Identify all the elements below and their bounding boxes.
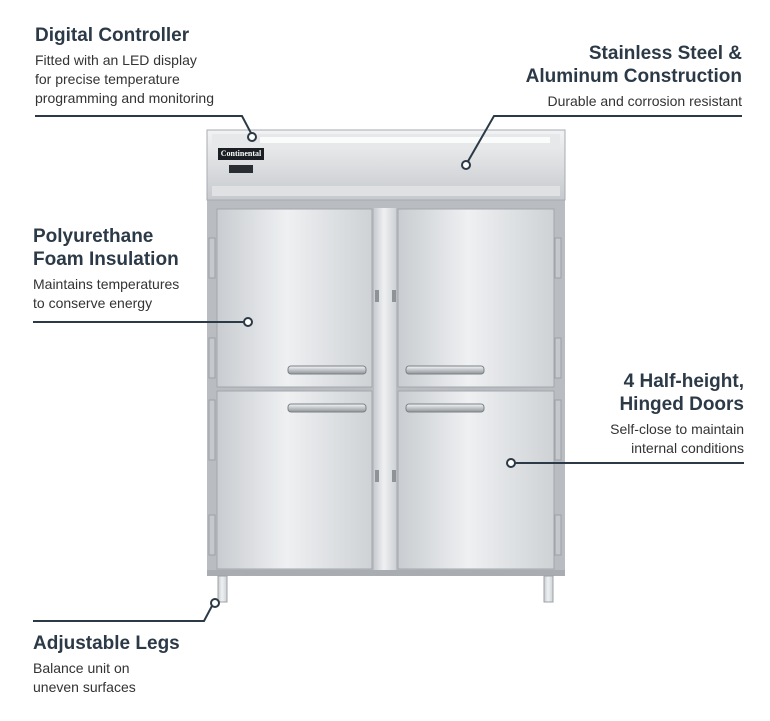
door-handle: [287, 403, 367, 413]
brand-logo: [218, 148, 264, 160]
callout-stainless-steel: Stainless Steel & Aluminum Construction …: [440, 42, 742, 111]
callout-description: Fitted with an LED display for precise t…: [35, 51, 335, 108]
title-line: Aluminum Construction: [525, 66, 742, 87]
leader-dots: [210, 132, 516, 608]
title-line: 4 Half-height,: [623, 371, 744, 392]
callout-title: 4 Half-height, Hinged Doors: [500, 370, 744, 416]
title-line: Polyurethane: [33, 226, 154, 247]
callout-description: Balance unit on uneven surfaces: [33, 659, 293, 697]
callout-description: Durable and corrosion resistant: [547, 93, 742, 109]
callout-title: Stainless Steel & Aluminum Construction: [440, 42, 742, 88]
door-handle: [405, 403, 485, 413]
brand-logo-text: Continental: [220, 149, 262, 158]
desc-line: Self-close to maintain: [610, 421, 744, 437]
callout-legs: Adjustable Legs Balance unit on uneven s…: [33, 632, 293, 697]
callout-insulation: Polyurethane Foam Insulation Maintains t…: [33, 225, 293, 313]
desc-line: to conserve energy: [33, 295, 153, 311]
desc-line: Maintains temperatures: [33, 276, 180, 292]
callout-description: Self-close to maintain internal conditio…: [500, 420, 744, 458]
callout-doors: 4 Half-height, Hinged Doors Self-close t…: [500, 370, 744, 458]
desc-line: Fitted with an LED display: [35, 52, 197, 68]
callout-title: Adjustable Legs: [33, 633, 180, 654]
desc-line: programming and monitoring: [35, 90, 214, 106]
callout-title: Digital Controller: [35, 25, 190, 46]
callout-title: Polyurethane Foam Insulation: [33, 225, 293, 271]
callout-description: Maintains temperatures to conserve energ…: [33, 275, 293, 313]
desc-line: Balance unit on: [33, 660, 130, 676]
title-line: Hinged Doors: [619, 394, 744, 415]
title-line: Foam Insulation: [33, 249, 179, 270]
legs: [207, 570, 565, 603]
leg-left: [217, 575, 228, 603]
leader-lines: [33, 115, 744, 622]
door-handle: [287, 365, 367, 375]
callout-digital-controller: Digital Controller Fitted with an LED di…: [35, 24, 335, 108]
doors: [216, 208, 555, 570]
desc-line: internal conditions: [631, 440, 744, 456]
leg-right: [543, 575, 554, 603]
door-top-left: [216, 208, 373, 388]
desc-line: for precise temperature: [35, 71, 180, 87]
door-bottom-left: [216, 390, 373, 570]
door-handle: [405, 365, 485, 375]
door-top-right: [397, 208, 555, 388]
led-display: [229, 165, 253, 173]
door-bottom-right: [397, 390, 555, 570]
desc-line: uneven surfaces: [33, 679, 136, 695]
title-line: Stainless Steel &: [588, 43, 742, 64]
